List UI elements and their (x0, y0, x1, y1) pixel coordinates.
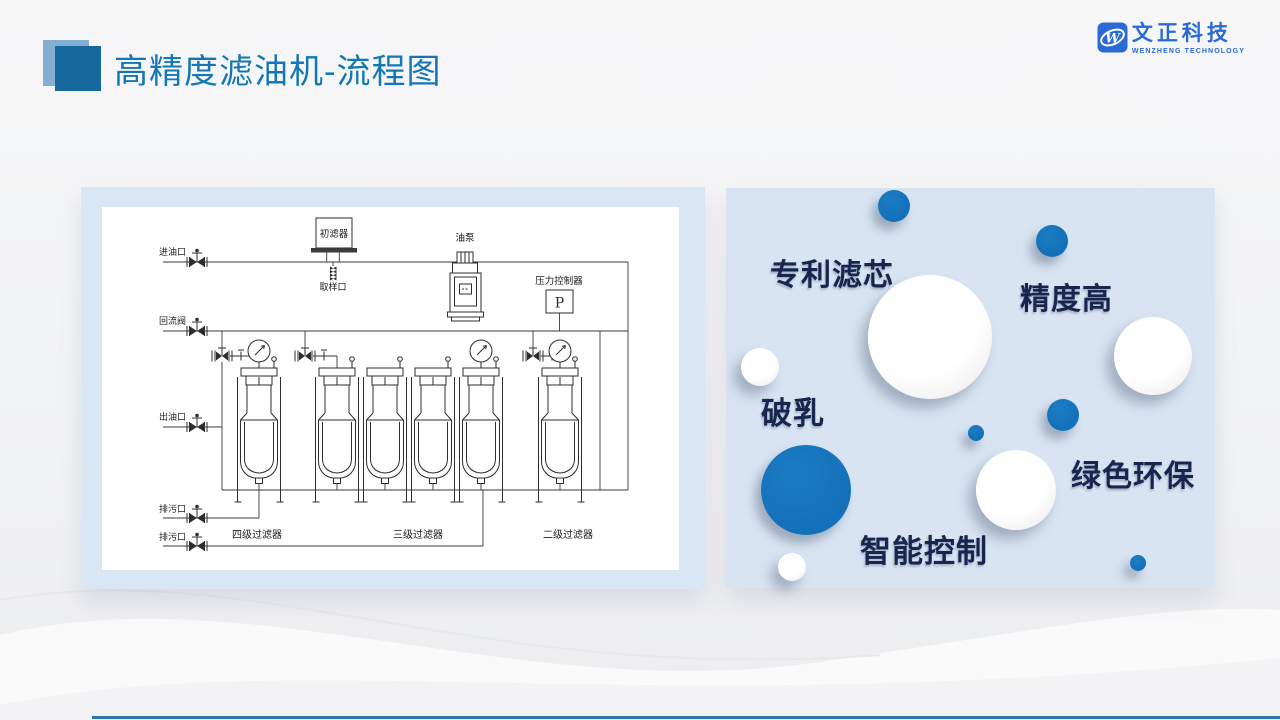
decor-white-circle-right (1114, 317, 1192, 395)
filter-vessel-6 (535, 356, 585, 503)
decor-blue-circle-large (761, 445, 851, 535)
feature-smart-control: 智能控制 (860, 534, 988, 569)
filter-vessel-1 (234, 356, 284, 503)
features-panel: 专利滤芯 精度高 破乳 绿色环保 智能控制 (726, 188, 1215, 588)
feature-patent-filter: 专利滤芯 (770, 259, 894, 292)
drain2-label: 排污口 (159, 531, 186, 543)
outlet-label: 出油口 (159, 411, 186, 423)
filter-vessel-2 (312, 356, 362, 503)
return-valve-label: 回流阀 (159, 315, 186, 327)
filter-vessel-3 (360, 356, 410, 503)
primary-filter-symbol: 初滤器 (311, 217, 357, 253)
decor-white-circle-left-small (741, 348, 779, 386)
oil-pump-symbol: 油泵 (447, 232, 484, 322)
pressure-controller-symbol: 压力控制器 P (535, 275, 583, 314)
stage2-filter-label: 二级过滤器 (543, 528, 593, 541)
drain1-valve-icon (186, 504, 208, 524)
page-title: 高精度滤油机-流程图 (114, 52, 442, 92)
gauge5-icon (469, 339, 493, 369)
oil-pump-label: 油泵 (455, 232, 475, 244)
logo-w-icon: W (1097, 22, 1128, 53)
decor-white-circle-large (868, 275, 992, 399)
pressure-symbol-letter: P (555, 296, 564, 312)
footer-divider-line (92, 716, 1280, 719)
sampling-port-label: 取样口 (319, 281, 346, 293)
gauge1-icon (247, 339, 271, 369)
pipe-network (163, 252, 629, 547)
decor-white-circle-bottom (976, 450, 1056, 530)
stage4-filter-label: 四级过滤器 (232, 528, 282, 541)
decor-blue-dot-bottom-right (1130, 555, 1146, 571)
primary-filter-label: 初滤器 (320, 228, 349, 240)
decor-blue-circle-upper-right (1036, 225, 1068, 257)
drain2-valve-icon (186, 532, 208, 552)
logo-letter: W (1105, 32, 1121, 47)
filter-vessel-4 (408, 356, 458, 503)
decor-white-circle-bottom-small (778, 553, 806, 581)
filter2-valve-cluster-icon (294, 347, 328, 362)
decor-blue-circle-top (878, 190, 910, 222)
logo-company-name: 文正科技 (1131, 22, 1232, 45)
filter1-valve-cluster-icon (211, 347, 245, 362)
flow-diagram-svg: 初滤器 取样口 油泵 (159, 217, 629, 552)
outlet-valve-icon (186, 413, 208, 433)
gauge6-icon (548, 339, 572, 369)
drain1-label: 排污口 (159, 503, 186, 515)
flow-diagram-panel: 初滤器 取样口 油泵 (81, 187, 705, 589)
decor-blue-dot-center (968, 425, 984, 441)
logo-company-subtitle: WENZHENG TECHNOLOGY (1131, 48, 1245, 55)
feature-demulsification: 破乳 (761, 396, 825, 431)
inlet-label: 进油口 (159, 246, 186, 258)
pressure-controller-label: 压力控制器 (535, 275, 583, 287)
feature-high-precision: 精度高 (1020, 283, 1113, 316)
stage3-filter-label: 三级过滤器 (393, 528, 443, 541)
decor-blue-circle-mid-right (1047, 399, 1079, 431)
flow-diagram-canvas: 初滤器 取样口 油泵 (102, 207, 679, 570)
company-logo: W 文正科技 WENZHENG TECHNOLOGY (1097, 22, 1245, 55)
return-valve-icon (186, 317, 208, 337)
feature-eco-friendly: 绿色环保 (1071, 460, 1195, 493)
filter-vessel-5 (456, 356, 506, 503)
inlet-valve-icon (186, 248, 208, 268)
sampling-port-symbol: 取样口 (319, 266, 347, 293)
title-bullet-square (55, 46, 101, 91)
